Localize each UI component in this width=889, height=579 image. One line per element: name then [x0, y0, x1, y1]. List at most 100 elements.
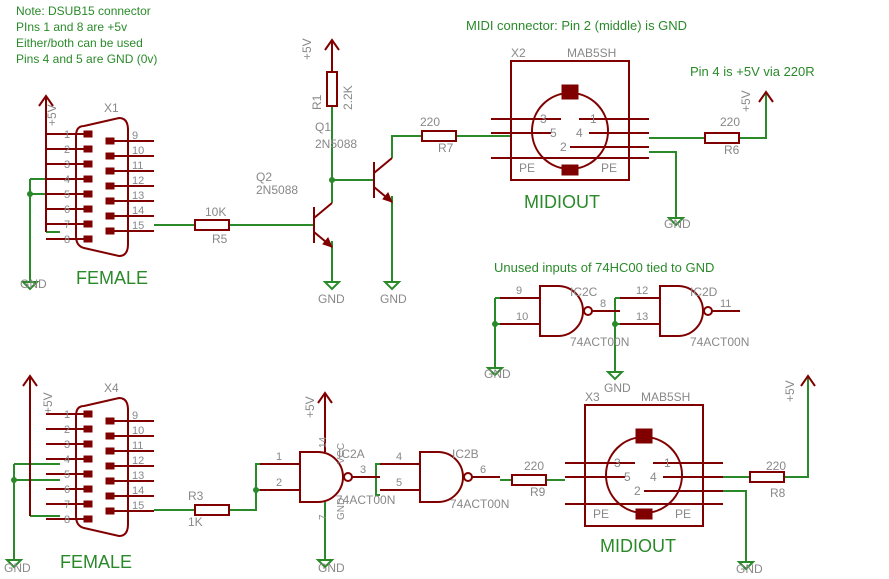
supply-arrow: [22, 374, 38, 387]
gate-name: IC2D: [690, 285, 718, 299]
pin-number: 4: [64, 454, 70, 466]
power-pin: 7: [318, 514, 329, 520]
resistor-value: 10K: [205, 205, 226, 219]
midi-socket-body: [510, 60, 630, 181]
dsub-pin: [105, 462, 115, 470]
gnd-label: GND: [736, 562, 763, 576]
midi-note: MIDI connector: Pin 2 (middle) is GND: [466, 18, 687, 33]
resistor-value: 2.2K: [341, 85, 355, 110]
resistor: [326, 71, 338, 107]
nand-bubble: [343, 472, 353, 482]
resistor: [704, 132, 740, 144]
ground-symbol: [485, 367, 505, 377]
nand-gate: [419, 451, 464, 503]
pe-label: PE: [593, 507, 609, 521]
ground-symbol: [4, 559, 24, 569]
gate-name: IC2B: [452, 447, 479, 461]
transistor-arrow: [382, 192, 393, 203]
supply-arrow: [38, 94, 54, 107]
dsub-pin: [83, 175, 93, 183]
parts: [22, 38, 816, 538]
midi-key: [635, 508, 653, 520]
gate-pin: 2: [276, 477, 282, 489]
note-line: Pins 4 and 5 are GND (0v): [16, 52, 157, 66]
wire: [723, 490, 747, 550]
dsub-pin: [105, 477, 115, 485]
wire: [739, 92, 767, 139]
connector-name: X2: [511, 46, 526, 60]
gnd-label: GND: [318, 292, 345, 306]
nand-bubble: [703, 306, 713, 316]
supply-arrow: [800, 374, 816, 387]
resistor-value: 220: [720, 115, 740, 129]
dsub-pin: [105, 212, 115, 220]
nand-gate: [539, 285, 584, 337]
unused-note: Unused inputs of 74HC00 tied to GND: [494, 260, 714, 275]
gate-type: 74ACT00N: [690, 335, 749, 349]
gate-pin: 9: [516, 285, 522, 297]
pin-number: 5: [64, 189, 70, 201]
dsub-pin: [83, 145, 93, 153]
dsub-pin: [83, 425, 93, 433]
pin-number: 1: [64, 409, 70, 421]
resistor-value: 220: [420, 115, 440, 129]
power-pin-name: GND: [336, 498, 347, 520]
dsub-pin: [105, 447, 115, 455]
wires: [4, 92, 809, 571]
midi-pin: 5: [624, 470, 631, 484]
ground-symbol: [605, 371, 625, 381]
supply-arrow: [324, 38, 340, 51]
gate-pin: 4: [396, 451, 402, 463]
pin-number: 10: [132, 145, 144, 157]
resistor: [421, 130, 457, 142]
dsub-pin: [105, 432, 115, 440]
pin-number: 10: [132, 425, 144, 437]
pin-number: 1: [64, 129, 70, 141]
pin-number: 14: [132, 205, 144, 217]
midi-socket-body: [584, 404, 704, 527]
dsub-pin: [105, 182, 115, 190]
pin-number: 7: [64, 499, 70, 511]
junction-dot: [11, 477, 17, 483]
midi-socket-ring: [605, 436, 683, 514]
supply-label: +5V: [41, 392, 55, 414]
midi-key: [635, 428, 653, 444]
dsub-pin: [105, 152, 115, 160]
resistor-value: 1K: [188, 515, 203, 529]
gate-type: 74ACT00N: [570, 335, 629, 349]
midi-pin: 1: [664, 456, 671, 470]
resistor-name: R8: [770, 486, 786, 500]
power-pin-name: VCC: [336, 443, 347, 464]
note-line: Note: DSUB15 connector: [16, 4, 151, 18]
ground-symbol: [666, 217, 686, 227]
nand-gate: [299, 451, 344, 503]
supply-arrow: [317, 391, 333, 404]
midi-pin: 4: [576, 126, 583, 140]
midi-pin: 2: [634, 484, 641, 498]
gate-pin: 12: [636, 285, 648, 297]
gate-type: 74ACT00N: [450, 497, 509, 511]
gate-pin: 13: [636, 311, 648, 323]
resistor: [194, 504, 230, 516]
midi-pin: 3: [540, 112, 547, 126]
transistor-name: Q1: [315, 120, 331, 134]
gate-pin: 6: [480, 464, 486, 476]
dsub-pin: [83, 205, 93, 213]
gnd-label: GND: [484, 367, 511, 381]
supply-label: +5V: [300, 38, 314, 60]
ground-symbol: [322, 281, 342, 291]
dsub-pin: [105, 492, 115, 500]
connector-name: X1: [104, 101, 119, 115]
dsub-pin: [105, 227, 115, 235]
dsub-pin: [83, 190, 93, 198]
note-line: PIns 1 and 8 are +5v: [16, 20, 127, 34]
pin-number: 3: [64, 439, 70, 451]
power-pin: 14: [318, 436, 329, 448]
dsub-pin: [83, 515, 93, 523]
ground-symbol: [736, 561, 756, 571]
dsub-pin: [83, 235, 93, 243]
wire: [391, 135, 422, 158]
pin-number: 5: [64, 469, 70, 481]
wire: [229, 463, 260, 511]
